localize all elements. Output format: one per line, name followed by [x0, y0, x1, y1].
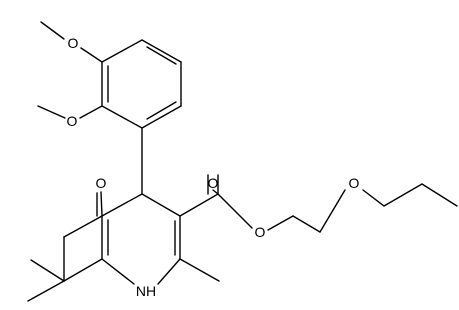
- bond-1: [80, 47, 103, 63]
- bond-34: [217, 193, 253, 229]
- atom-o-ester: O: [255, 224, 266, 240]
- bond-9: [146, 101, 177, 120]
- bond-17: [101, 258, 135, 285]
- atom-o-mid-methoxy: O: [67, 113, 78, 129]
- bond-0: [40, 21, 65, 40]
- bond-35: [267, 215, 294, 231]
- bond-27: [30, 259, 65, 282]
- bond-5: [141, 105, 182, 129]
- bond-3: [141, 39, 182, 63]
- bond-38: [362, 189, 385, 207]
- bond-14: [141, 193, 181, 217]
- bond-23: [63, 215, 103, 238]
- bond-22: [100, 191, 103, 217]
- bond-8: [146, 46, 177, 65]
- atom-o-top-methoxy: O: [68, 35, 79, 51]
- atom-o-carbonyl: O: [208, 175, 219, 191]
- atom-nh: NH: [136, 283, 156, 299]
- atom-o-ketone: O: [96, 175, 107, 191]
- atom-labels: O O O O O O NH: [67, 35, 360, 299]
- bond-2: [101, 39, 143, 63]
- bond-29: [179, 258, 220, 282]
- bond-28: [27, 280, 65, 302]
- bond-40: [421, 183, 458, 207]
- bond-36: [292, 215, 321, 233]
- bond-31: [212, 189, 219, 195]
- bond-19: [101, 193, 143, 217]
- bond-11: [79, 105, 103, 119]
- atom-o-ether: O: [349, 175, 360, 191]
- bond-6: [101, 105, 143, 129]
- bond-25: [63, 258, 103, 282]
- bond-16: [157, 258, 181, 285]
- bond-30: [179, 193, 219, 217]
- bond-37: [319, 189, 346, 233]
- bond-lines: [27, 21, 458, 302]
- bond-12: [37, 105, 66, 119]
- bond-39: [383, 183, 423, 207]
